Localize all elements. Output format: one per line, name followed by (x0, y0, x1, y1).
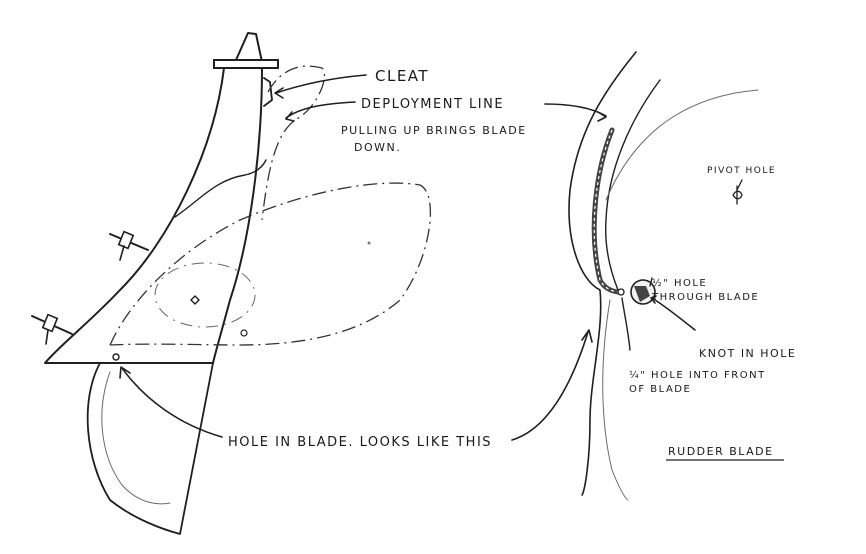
arrow-hole-in-blade-head (119, 366, 131, 379)
blade-leading-edge (568, 51, 637, 496)
label-quarter-inch-2: OF BLADE (629, 384, 691, 395)
cheek-contour (174, 159, 267, 218)
blade-inner-edge (604, 79, 661, 291)
quarter-inch-hole (617, 288, 625, 296)
blade-hole (112, 353, 120, 361)
arrow-cleat-head (274, 87, 284, 99)
arrow-rope-bottom-head (581, 329, 593, 343)
arrow-hole-in-blade (121, 367, 223, 438)
arrow-deployment-left (285, 101, 356, 119)
annotation-arrows (119, 74, 743, 441)
label-half-inch-2: THROUGH BLADE (651, 292, 759, 303)
arrow-knot-head (650, 295, 657, 304)
dot-mark (367, 241, 371, 245)
rope-twist (593, 129, 621, 293)
rudder-cheek-trailing-edge (212, 67, 263, 364)
arrow-quarter-inch (621, 297, 631, 351)
label-pivot-hole: PIVOT HOLE (707, 166, 776, 176)
rudder-cheek (44, 67, 225, 364)
label-knot-in-hole: KNOT IN HOLE (699, 347, 796, 360)
rudder-head (235, 32, 263, 63)
lower-pintle (31, 313, 73, 345)
blade-inner-line (101, 371, 171, 505)
arrow-deployment-right-head (597, 111, 607, 122)
blade-raised-outline (109, 182, 432, 346)
label-pulling-up-2: DOWN. (354, 141, 401, 154)
deployment-line-path (261, 65, 326, 221)
arrow-half-inch (649, 277, 653, 287)
tiller-plate (213, 59, 279, 69)
label-rudder-blade: RUDDER BLADE (668, 445, 774, 458)
right-blade-detail (568, 51, 759, 501)
label-pulling-up-1: PULLING UP BRINGS BLADE (341, 124, 527, 137)
label-deployment-line: DEPLOYMENT LINE (361, 97, 504, 112)
arrow-deployment-left-head (285, 111, 295, 122)
label-hole-in-blade: HOLE IN BLADE. LOOKS LIKE THIS (228, 435, 492, 450)
text-labels: CLEAT DEPLOYMENT LINE PULLING UP BRINGS … (228, 67, 796, 461)
left-rudder-drawing (31, 32, 432, 535)
arrow-cleat (275, 74, 367, 94)
knot-icon (634, 286, 650, 302)
label-half-inch-1: ½" HOLE (652, 277, 707, 289)
pivot-arc (154, 262, 256, 328)
label-cleat: CLEAT (375, 67, 429, 85)
label-quarter-inch-1: ¼" HOLE INTO FRONT (629, 369, 766, 381)
arrow-rope-bottom (511, 331, 589, 441)
blade-body-edge (602, 89, 759, 501)
upper-pintle (109, 230, 149, 261)
arrow-pivot (736, 179, 743, 191)
pivot-mark (190, 295, 200, 305)
cleat-block (263, 77, 273, 107)
small-hole (240, 329, 248, 337)
arrow-deployment-right (544, 103, 607, 117)
blade-down-outline (86, 362, 214, 535)
arrow-knot (651, 297, 696, 331)
